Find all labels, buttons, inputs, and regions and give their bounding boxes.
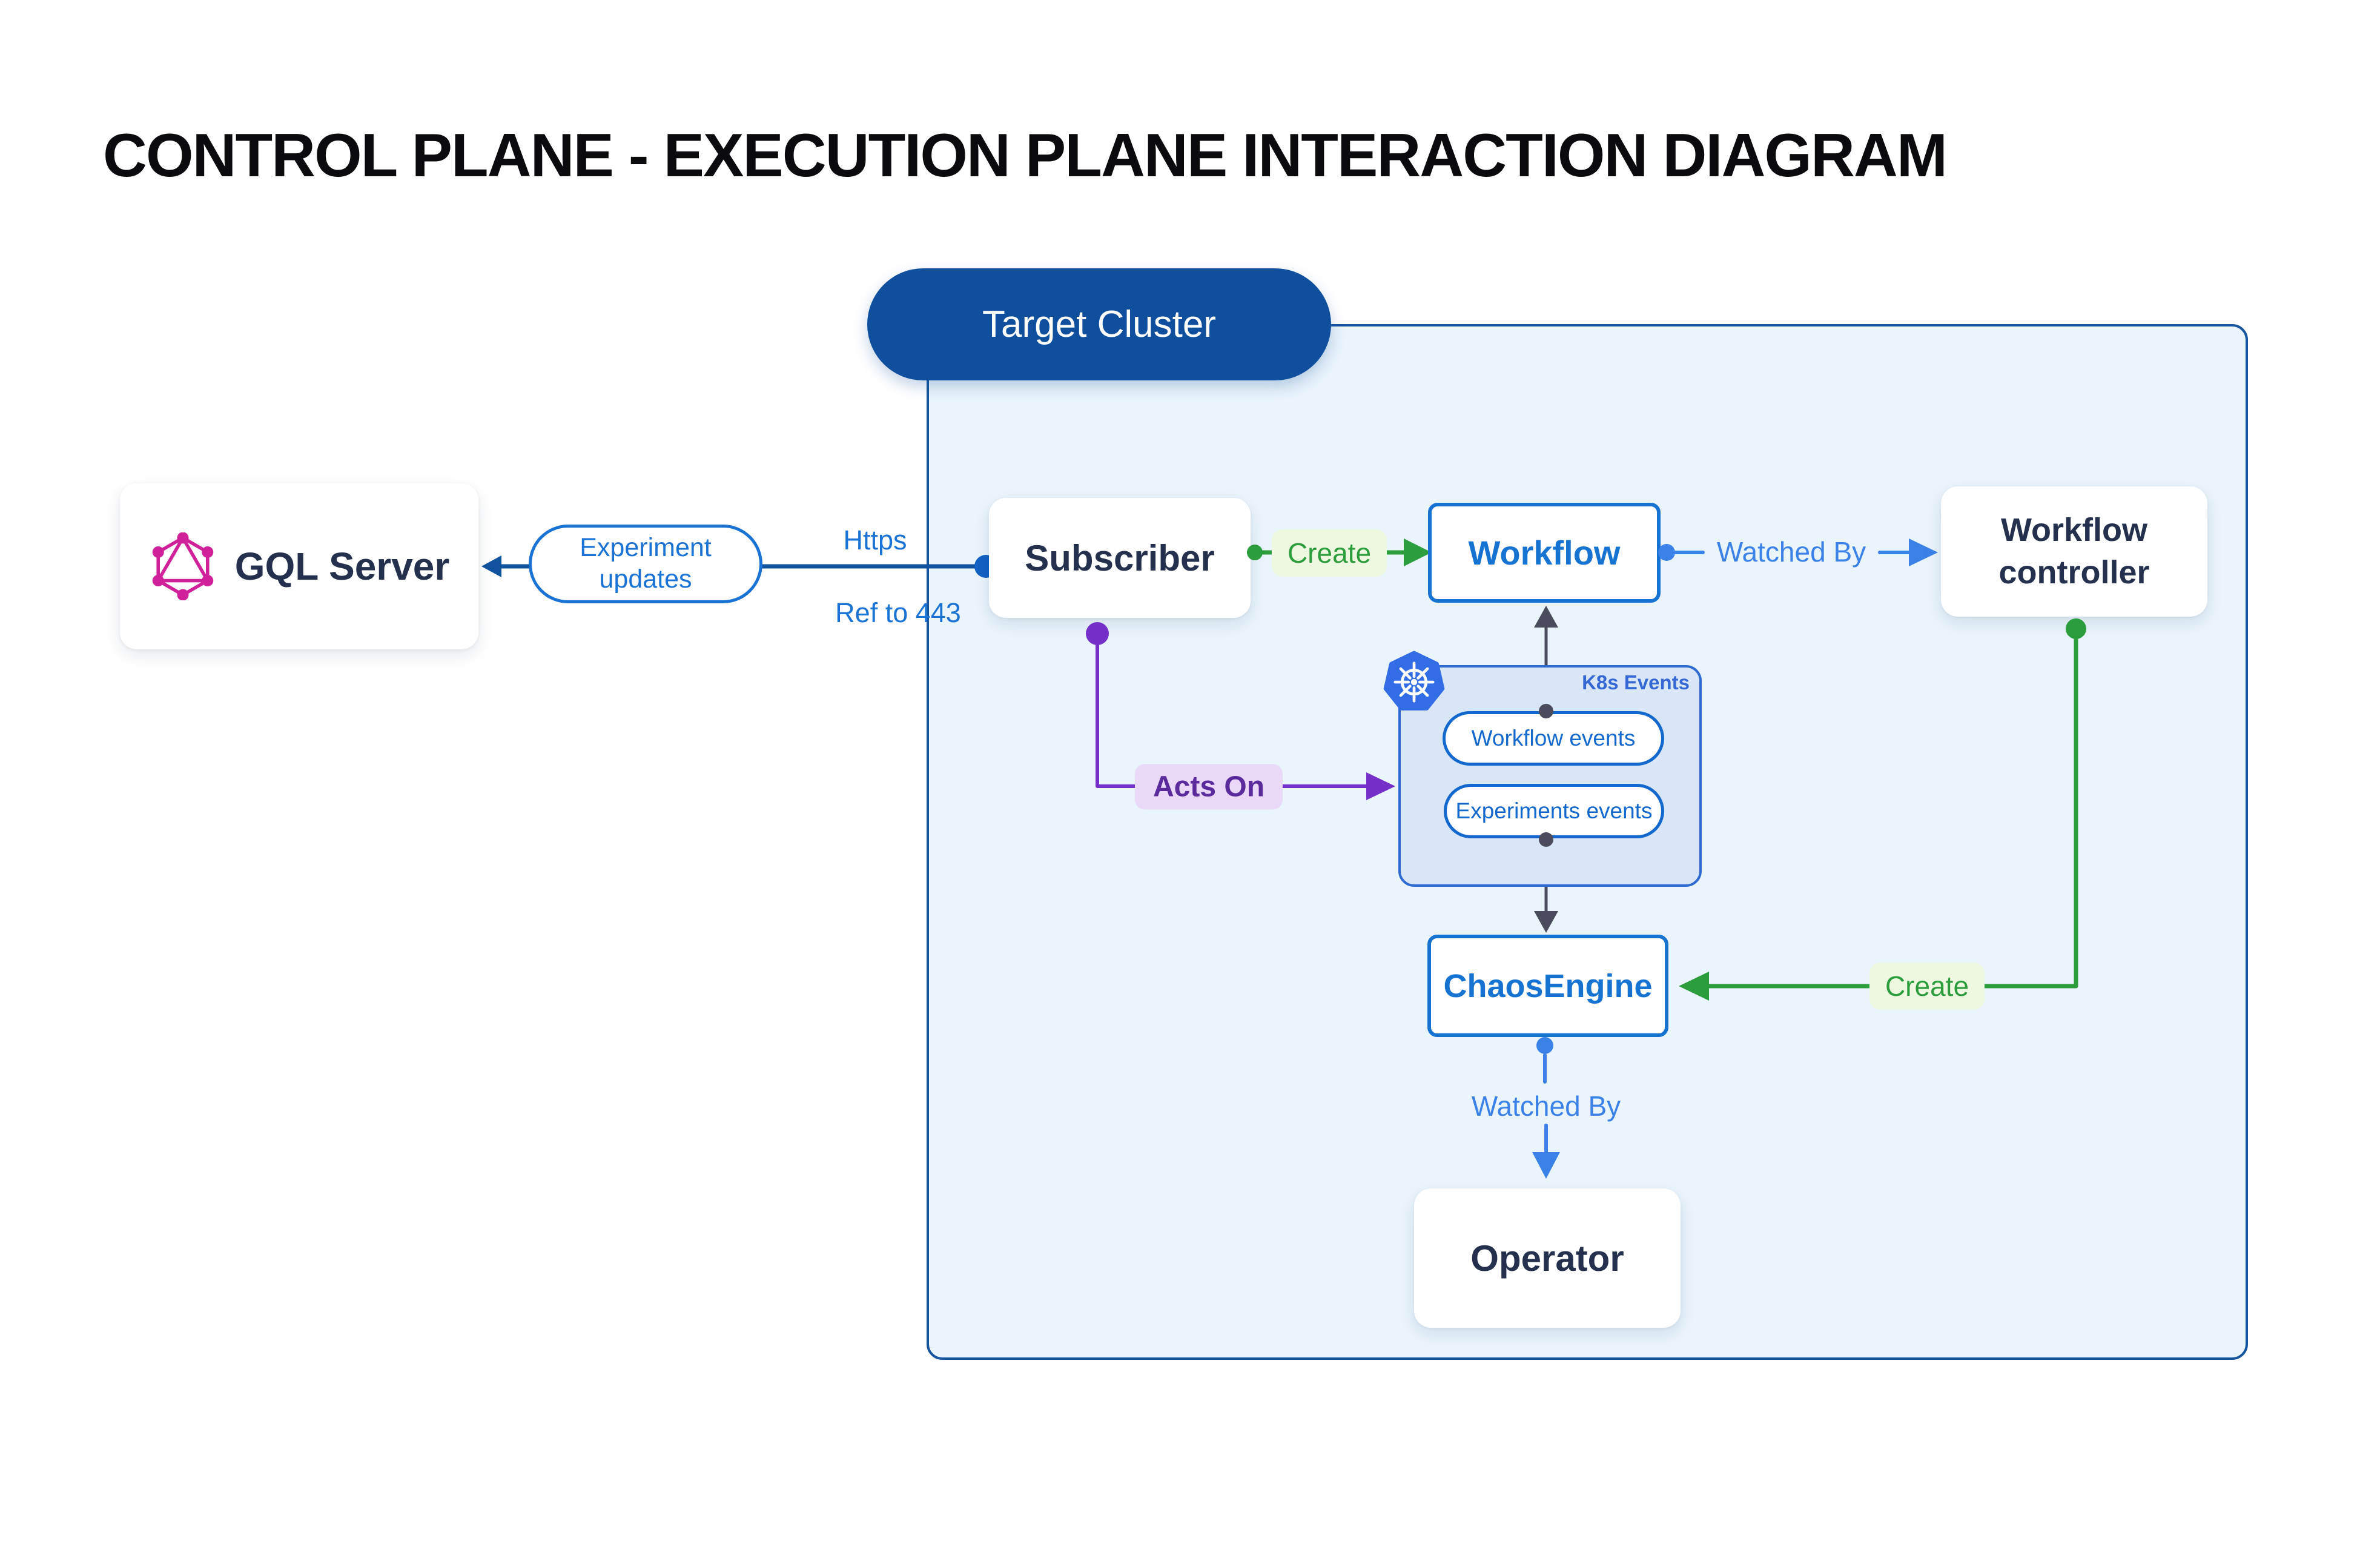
node-chaos-engine: ChaosEngine [1427,935,1668,1037]
gql-server-label: GQL Server [234,545,450,588]
edge-label-https: Https [843,525,907,555]
experiment-updates-text: Experiment updates [580,533,712,594]
connector-chaosengine-operator-watchedby [1532,1053,1560,1179]
connector-controller-chaosengine-create [1679,628,2078,1001]
edge-label-ref-to-443: Ref to 443 [835,597,961,628]
target-cluster-label: Target Cluster [982,303,1216,345]
target-cluster-pill: Target Cluster [867,268,1331,380]
k8s-events-title: K8s Events [1582,671,1690,694]
k8s-events-panel [1398,665,1702,887]
node-subscriber: Subscriber [989,498,1251,618]
kubernetes-logo-icon [1383,649,1446,712]
node-workflow: Workflow [1428,503,1661,603]
node-operator: Operator [1414,1188,1681,1328]
subscriber-label: Subscriber [1025,537,1215,578]
edge-label-acts-on: Acts On [1134,764,1283,810]
edge-label-create-chaos-engine: Create [1869,963,1985,1010]
page-title: CONTROL PLANE - EXECUTION PLANE INTERACT… [103,122,1948,190]
workflow-label: Workflow [1468,534,1621,572]
edge-label-create-workflow: Create [1271,529,1387,577]
connector-workflow-controller-watchedby [1672,538,1938,566]
workflow-controller-label: Workflow controller [1998,512,2150,591]
operator-label: Operator [1470,1238,1624,1279]
pill-experiments-events: Experiments events [1444,784,1664,838]
edge-label-watched-by-operator: Watched By [1471,1090,1621,1122]
pill-workflow-events: Workflow events [1443,711,1664,766]
graphql-logo-icon [149,532,217,601]
node-gql-server: GQL Server [120,483,478,649]
workflow-events-label: Workflow events [1471,726,1636,750]
edge-label-watched-by-controller: Watched By [1716,536,1866,568]
node-workflow-controller: Workflow controller [1941,486,2207,617]
edge-label-experiment-updates: Experiment updates [529,525,762,603]
chaos-engine-label: ChaosEngine [1443,967,1653,1004]
experiments-events-label: Experiments events [1455,798,1653,823]
